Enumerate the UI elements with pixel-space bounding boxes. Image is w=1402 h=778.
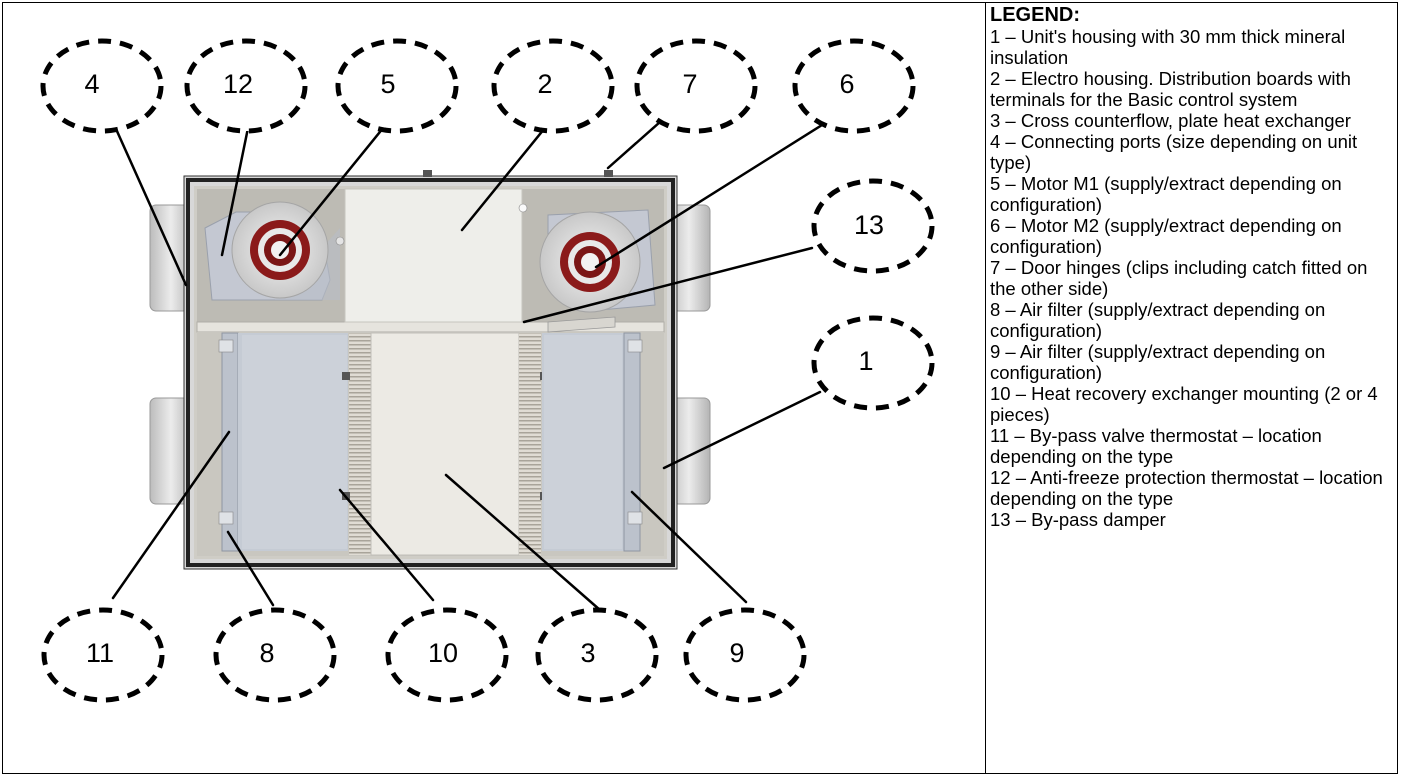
legend-item-1: 1 – Unit's housing with 30 mm thick mine… (990, 26, 1346, 68)
filter-section (218, 332, 643, 556)
legend-item-10: 10 – Heat recovery exchanger mounting (2… (990, 383, 1378, 425)
callout-circle-13 (811, 178, 935, 274)
callout-circle-9 (683, 607, 807, 703)
callout-label-10: 10 (428, 638, 458, 668)
bypass-damper (547, 316, 616, 333)
callout-label-1: 1 (858, 346, 873, 376)
legend-item-13: 13 – By-pass damper (990, 509, 1166, 530)
callouts (40, 38, 935, 703)
callout-circle-5 (335, 38, 459, 134)
leader-5 (278, 120, 390, 257)
callout-circle-2 (491, 38, 615, 134)
legend-list: 1 – Unit's housing with 30 mm thick mine… (990, 26, 1398, 530)
heat-exchanger (370, 332, 520, 556)
leader-4 (110, 118, 188, 287)
callout-circle-7 (634, 38, 758, 134)
exchanger-fins-left (349, 333, 371, 555)
callout-circle-4 (40, 38, 164, 134)
legend-item-7: 7 – Door hinges (clips including catch f… (990, 257, 1368, 299)
callout-circle-12 (184, 38, 308, 134)
leader-3 (444, 473, 602, 612)
leader-9 (630, 490, 748, 604)
leader-10 (338, 488, 435, 602)
leader-6 (594, 123, 824, 269)
leader-7 (606, 120, 662, 170)
legend-item-8: 8 – Air filter (supply/extract depending… (990, 299, 1326, 341)
callout-label-2: 2 (537, 69, 552, 99)
unit-diagram: 4 12 5 2 7 6 13 1 11 8 10 3 9 (40, 38, 935, 703)
leader-13 (522, 246, 814, 324)
legend-item-3: 3 – Cross counterflow, plate heat exchan… (990, 110, 1351, 131)
callout-circle-1 (811, 315, 935, 411)
legend-panel: LEGEND: 1 – Unit's housing with 30 mm th… (990, 2, 1398, 774)
callout-label-9: 9 (729, 638, 744, 668)
leader-1 (662, 390, 822, 470)
leader-8 (226, 530, 275, 607)
legend-item-2: 2 – Electro housing. Distribution boards… (990, 68, 1351, 110)
callout-label-7: 7 (682, 69, 697, 99)
hinge-top-center (423, 170, 432, 177)
leader-lines (110, 116, 824, 612)
leader-2 (460, 116, 555, 232)
callout-circle-11 (41, 607, 165, 703)
leader-12 (220, 126, 250, 257)
hinge-top-right (604, 170, 613, 177)
callout-label-3: 3 (580, 638, 595, 668)
leader-11 (111, 430, 231, 600)
exchanger-fins-right (519, 333, 541, 555)
legend-item-6: 6 – Motor M2 (supply/extract depending o… (990, 215, 1342, 257)
legend-item-4: 4 – Connecting ports (size depending on … (990, 131, 1358, 173)
electro-housing (344, 188, 523, 323)
legend-item-12: 12 – Anti-freeze protection thermostat –… (990, 467, 1383, 509)
legend-item-9: 9 – Air filter (supply/extract depending… (990, 341, 1326, 383)
callout-circle-10 (385, 607, 509, 703)
callout-label-13: 13 (854, 210, 884, 240)
callout-label-5: 5 (380, 69, 395, 99)
legend-item-11: 11 – By-pass valve thermostat – location… (990, 425, 1322, 467)
column-divider (985, 2, 986, 774)
legend-title: LEGEND: (990, 4, 1080, 26)
callout-label-6: 6 (839, 69, 854, 99)
legend-item-5: 5 – Motor M1 (supply/extract depending o… (990, 173, 1342, 215)
callout-circle-6 (792, 38, 916, 134)
callout-circle-8 (213, 607, 337, 703)
callout-label-11: 11 (86, 638, 114, 668)
callout-label-12: 12 (223, 69, 253, 99)
callout-circle-3 (535, 607, 659, 703)
callout-label-4: 4 (84, 69, 99, 99)
callout-label-8: 8 (259, 638, 274, 668)
fan-m2 (539, 209, 656, 313)
